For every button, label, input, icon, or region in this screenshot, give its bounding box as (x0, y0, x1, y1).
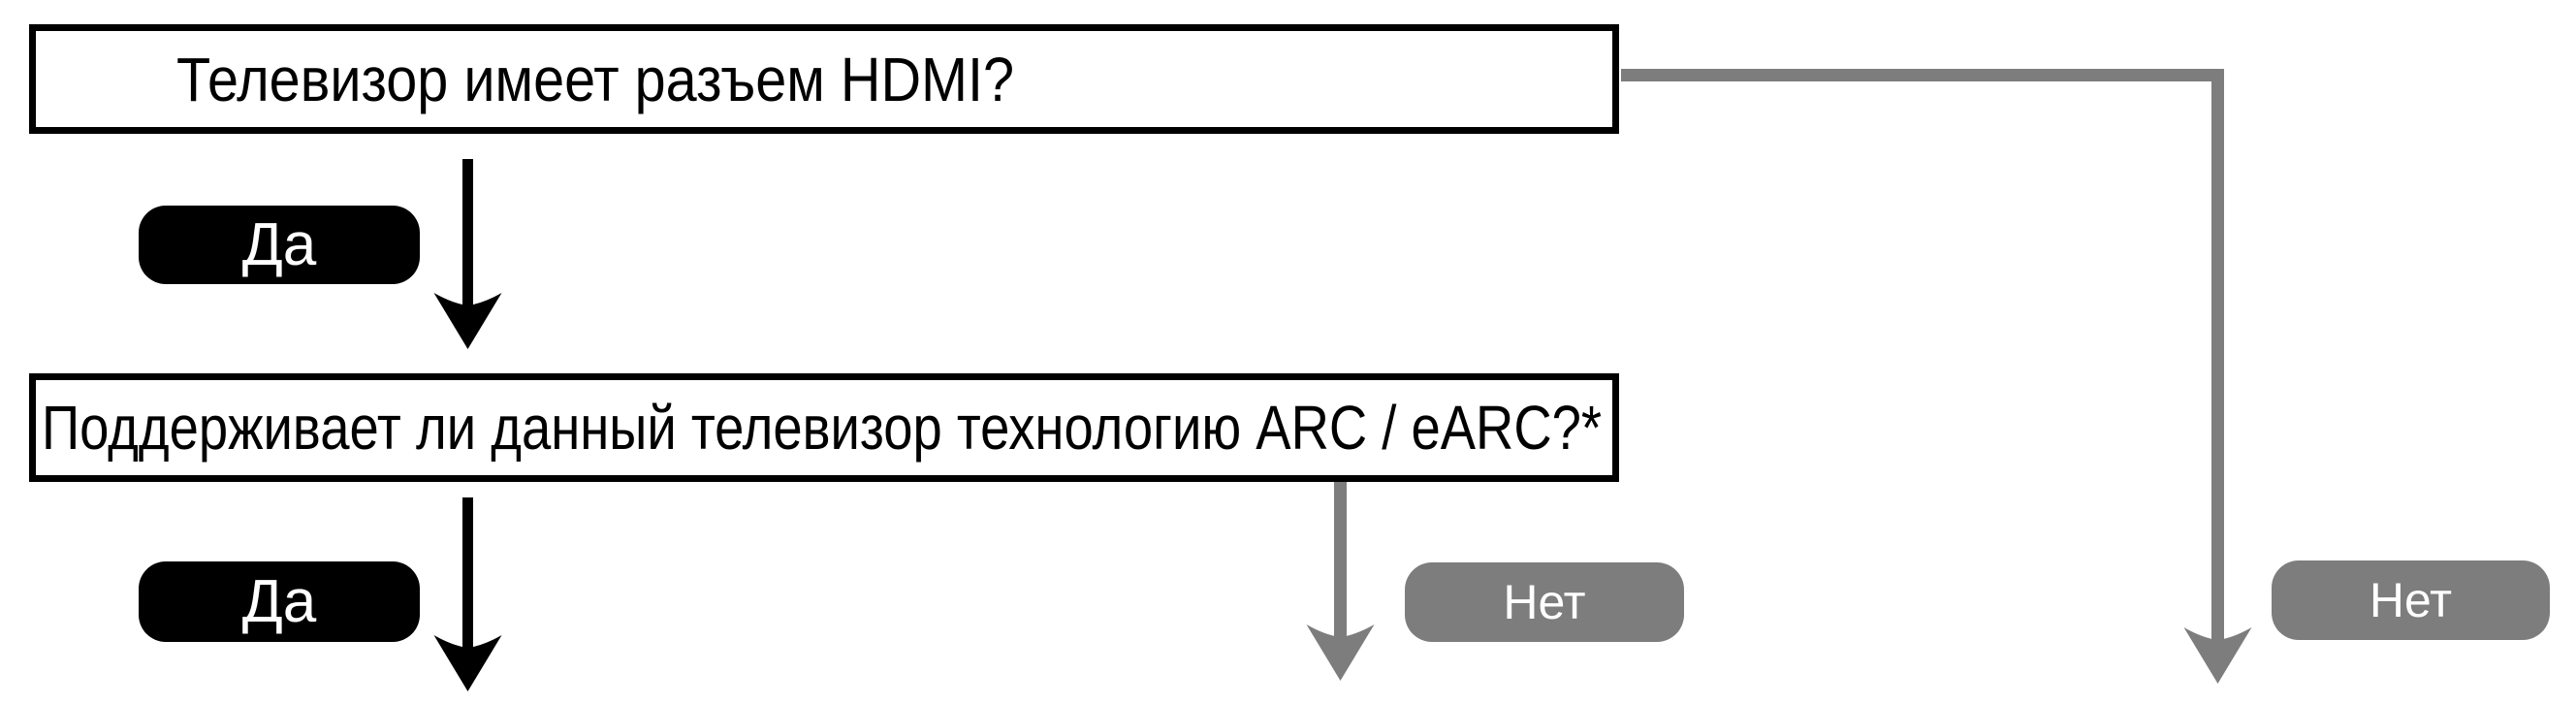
question-text-arc: Поддерживает ли данный телевизор техноло… (42, 393, 1603, 463)
no-badge-middle: Нет (1405, 562, 1684, 642)
question-box-arc: Поддерживает ли данный телевизор техноло… (29, 373, 1619, 482)
down-arrow-icon (433, 497, 502, 691)
no-badge-middle-label: Нет (1503, 575, 1586, 629)
yes-badge-1: Да (139, 206, 420, 284)
yes-badge-1-label: Да (241, 210, 317, 278)
connector-horizontal-line (1621, 69, 2224, 81)
no-badge-right-label: Нет (2369, 573, 2453, 627)
down-arrow-icon (433, 159, 502, 349)
connector-vertical-line (2211, 69, 2224, 641)
yes-badge-2-label: Да (241, 567, 317, 635)
no-badge-right: Нет (2272, 560, 2550, 640)
gray-connector-middle-line (1334, 482, 1347, 639)
question-text-hdmi: Телевизор имеет разъем HDMI? (176, 44, 1015, 114)
question-box-hdmi: Телевизор имеет разъем HDMI? (29, 24, 1619, 134)
gray-down-arrow-icon (1306, 624, 1375, 681)
yes-badge-2: Да (139, 561, 420, 642)
gray-arrowhead-right-icon (2183, 627, 2252, 684)
